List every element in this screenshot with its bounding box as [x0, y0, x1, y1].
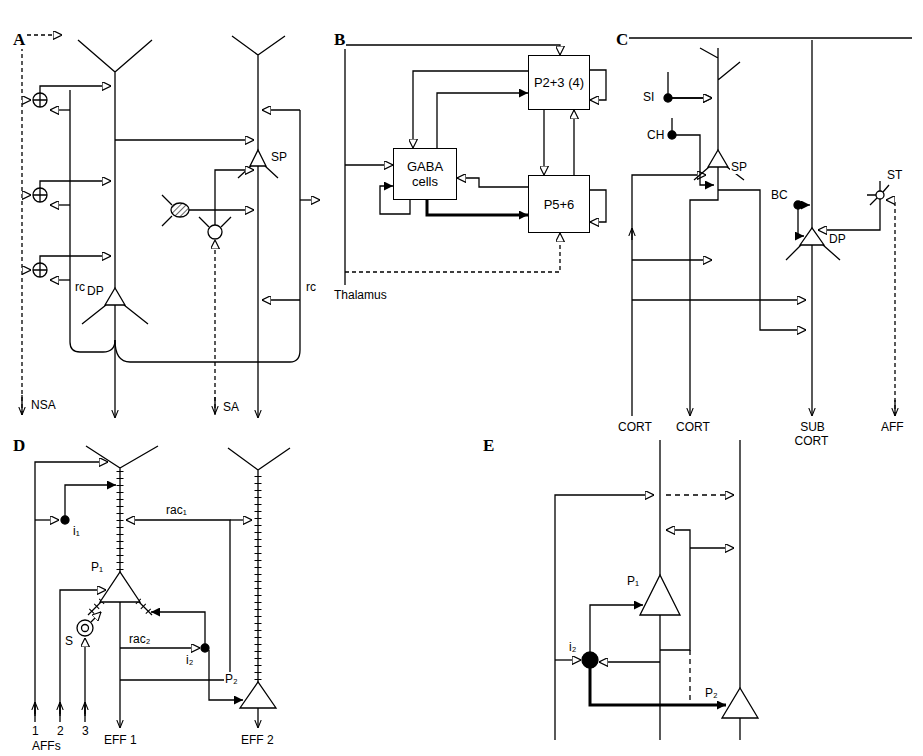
synaptic-connector [427, 200, 528, 215]
synaptic-connector [437, 93, 528, 148]
neuron-label: SUB CORT [795, 420, 830, 448]
neuron-label: rc [305, 280, 317, 294]
neuron-label: DP [86, 284, 105, 298]
neuron-label: P₁ [626, 574, 640, 588]
label-slot: SP [270, 150, 288, 164]
label-slot: rc [74, 280, 86, 294]
panel-letter: C [615, 30, 629, 49]
neuron-label: CH [646, 128, 665, 142]
label-slot: SA [222, 400, 240, 414]
neuron-label: 2 [56, 724, 65, 738]
neuron-label: i₂ [568, 640, 577, 654]
panel-letter-text: A [12, 30, 26, 49]
label-slot: P₂ [704, 686, 719, 700]
neuron-label: i₂ [185, 653, 194, 667]
label-slot: NSA [30, 398, 57, 412]
panel-e-circuit [555, 440, 758, 740]
box-text: P2+3 (4) [534, 75, 584, 90]
neuron-label: SA [222, 400, 240, 414]
neuron-label: SP [730, 160, 748, 174]
panel-letter: E [482, 436, 495, 455]
neuron-label: SP [270, 150, 288, 164]
label-slot: BC [770, 188, 789, 202]
label-slot: CORT [617, 420, 653, 434]
neuron-label: BC [770, 188, 789, 202]
neuron-label: S [64, 634, 74, 648]
neuron-label: DP [828, 232, 847, 246]
neuron-label: 3 [81, 724, 90, 738]
label-slot: rc [305, 280, 317, 294]
population-box: P5+6 [528, 175, 590, 233]
label-slot: AFFs [31, 739, 62, 753]
label-slot: 1 [31, 724, 40, 738]
panel-b-thalamic-input [345, 45, 606, 285]
label-slot: SI [642, 90, 655, 104]
panel-letter: A [12, 30, 26, 49]
neuron-label: P₂ [224, 672, 239, 686]
label-slot: i₂ [185, 653, 194, 667]
panel-letter-text: B [333, 30, 346, 49]
neuron-label: rac₂ [128, 632, 151, 646]
label-slot: CH [646, 128, 665, 142]
label-slot: CORT [675, 420, 711, 434]
label-slot: rac₁ [165, 503, 188, 517]
neuron-label: rac₁ [165, 503, 188, 517]
label-slot: P₂ [224, 672, 239, 686]
label-slot: EFF 1 [103, 733, 138, 747]
label-slot: 2 [56, 724, 65, 738]
population-box: GABA cells [393, 148, 457, 200]
panel-a-circuit [22, 35, 320, 418]
label-slot: S [64, 634, 74, 648]
panel-letter: D [12, 436, 26, 455]
synaptic-connector [543, 110, 544, 175]
neuron-label: i₁ [72, 524, 81, 538]
neuron-label: rc [74, 280, 86, 294]
label-slot: EFF 2 [240, 733, 275, 747]
box-text: P5+6 [544, 197, 575, 212]
box-text: GABA cells [397, 159, 453, 189]
label-slot: i₁ [72, 524, 81, 538]
neuron-label: P₁ [90, 560, 104, 574]
label-slot: AFF [880, 420, 905, 434]
population-box: P2+3 (4) [528, 55, 590, 110]
panel-letter-text: E [482, 436, 495, 455]
label-slot: Thalamus [333, 288, 388, 302]
neuron-label: AFF [880, 420, 905, 434]
neuron-label: CORT [617, 420, 653, 434]
neuron-label: SI [642, 90, 655, 104]
panel-letter-text: D [12, 436, 26, 455]
neuron-label: AFFs [31, 739, 62, 753]
label-slot: P₁ [626, 574, 640, 588]
synaptic-connector [573, 110, 574, 175]
neuron-label: EFF 2 [240, 733, 275, 747]
neuron-label: Thalamus [333, 288, 388, 302]
label-slot: P₁ [90, 560, 104, 574]
synaptic-connector [413, 71, 528, 148]
label-slot: DP [828, 232, 847, 246]
neuron-label: 1 [31, 724, 40, 738]
panel-letter-text: C [615, 30, 629, 49]
neuron-label: CORT [675, 420, 711, 434]
label-slot: i₂ [568, 640, 577, 654]
label-slot: SP [730, 160, 748, 174]
panel-c-circuit [628, 38, 912, 416]
label-slot: SUB CORT [792, 420, 832, 448]
neuron-label: NSA [30, 398, 57, 412]
neuron-label: EFF 1 [103, 733, 138, 747]
label-slot: DP [86, 284, 105, 298]
neuron-label: ST [886, 168, 903, 182]
panel-letter: B [333, 30, 346, 49]
synaptic-connector [457, 178, 528, 187]
neuron-label: P₂ [704, 686, 719, 700]
panel-d-circuit [35, 446, 290, 728]
label-slot: rac₂ [128, 632, 151, 646]
label-slot: ST [886, 168, 903, 182]
label-slot: 3 [81, 724, 90, 738]
